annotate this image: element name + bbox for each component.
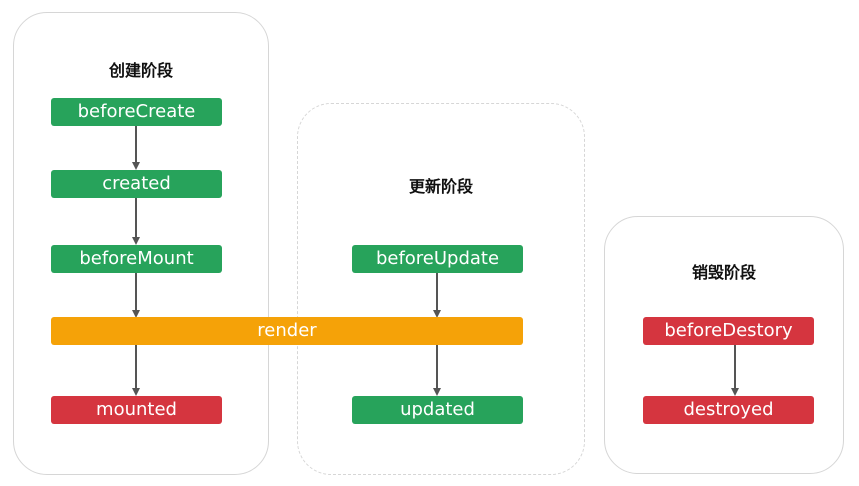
destroy-phase-title: 销毁阶段 bbox=[691, 263, 756, 282]
before-create-node: beforeCreate bbox=[51, 98, 222, 126]
update-phase-title: 更新阶段 bbox=[408, 177, 473, 196]
updated-node: updated bbox=[352, 396, 523, 424]
mounted-node: mounted bbox=[51, 396, 222, 424]
before-destory-node: beforeDestory bbox=[643, 317, 814, 345]
created-node: created bbox=[51, 170, 222, 198]
create-phase-title: 创建阶段 bbox=[108, 61, 173, 80]
destroyed-node: destroyed bbox=[643, 396, 814, 424]
render-node: render bbox=[51, 317, 523, 345]
create-phase-panel: 创建阶段 bbox=[13, 12, 269, 475]
before-mount-node: beforeMount bbox=[51, 245, 222, 273]
update-phase-panel: 更新阶段 bbox=[297, 103, 585, 475]
before-update-node: beforeUpdate bbox=[352, 245, 523, 273]
destroy-phase-panel: 销毁阶段 bbox=[604, 216, 844, 474]
